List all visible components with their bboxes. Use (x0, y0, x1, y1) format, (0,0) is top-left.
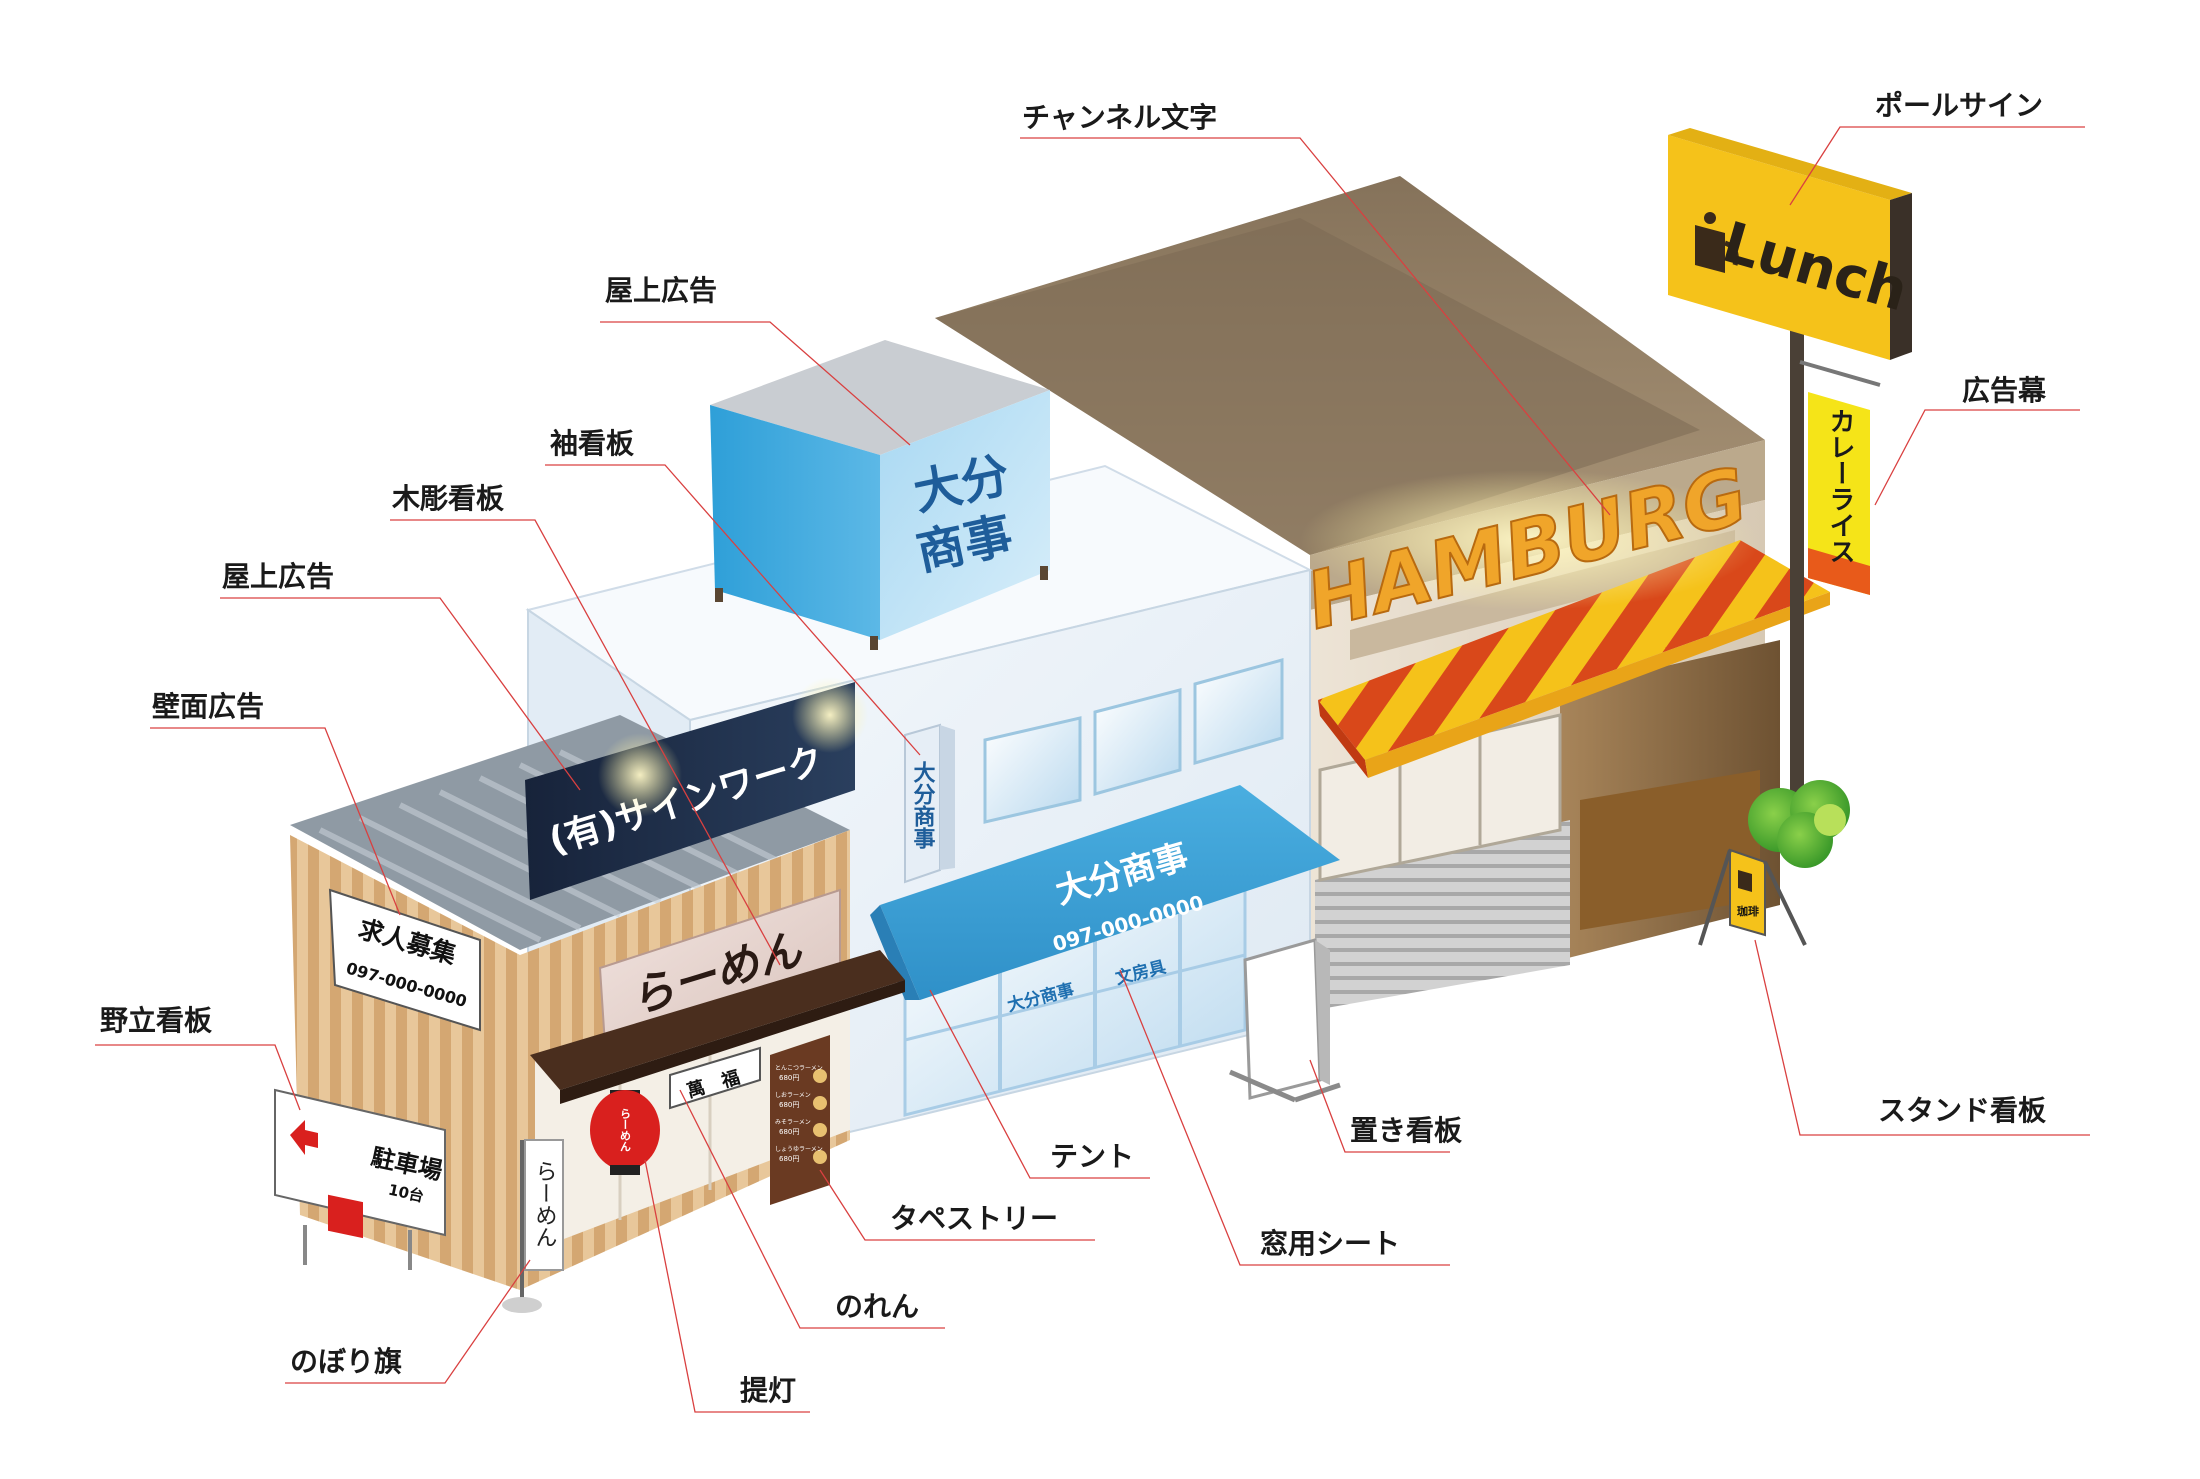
tapestry-item-name: とんこつラーメン (775, 1065, 823, 1072)
label-tapestry: タペストリー (890, 1202, 1058, 1235)
projecting-sign-text: 大分商事 (910, 761, 936, 849)
label-noren: のれん (835, 1290, 919, 1323)
label-rooftop-ad-top: 屋上広告 (605, 274, 717, 307)
tapestry-item-price: 680円 (779, 1155, 799, 1163)
tapestry-menu: とんこつラーメン680円しおラーメン680円みそラーメン680円しょうゆラーメン… (770, 1035, 830, 1205)
tapestry-items: とんこつラーメン680円しおラーメン680円みそラーメン680円しょうゆラーメン… (775, 1065, 827, 1164)
label-lantern: 提灯 (740, 1374, 796, 1407)
tapestry-item-name: しおラーメン (775, 1092, 811, 1099)
label-nobori-flag: のぼり旗 (290, 1345, 402, 1378)
label-stand-sign: スタンド看板 (1878, 1094, 2046, 1127)
label-banner-curtain: 広告幕 (1962, 374, 2047, 407)
tapestry-bowl-icon (813, 1150, 827, 1164)
lantern-text: らーめん (619, 1108, 632, 1152)
ramen-awning (530, 950, 905, 1104)
coffee-pot-icon (1695, 212, 1739, 273)
nobori-flag-text: らーめん (532, 1160, 557, 1248)
parking-p-box (328, 1194, 363, 1239)
stand-coffee-icon (1738, 870, 1752, 892)
label-channel-letters: チャンネル文字 (1022, 101, 1217, 134)
label-projecting-sign: 袖看板 (550, 427, 634, 460)
stand-sign-text: 珈琲 (1737, 904, 1759, 918)
parking-billboard: P 駐車場 10台 (274, 1088, 446, 1270)
projecting-sign: 大分商事 (904, 723, 955, 884)
standing-sign (1229, 938, 1341, 1103)
tapestry-item-name: しょうゆラーメン (775, 1146, 823, 1153)
pole-sign: Lunch (1668, 128, 1915, 820)
tapestry-bowl-icon (813, 1123, 827, 1137)
label-tent: テント (1050, 1140, 1134, 1173)
bush (1748, 780, 1850, 868)
wall-ad-recruit: 求人募集 097-000-0000 (328, 888, 481, 1032)
leader-lines (95, 126, 2090, 1413)
label-carved-wood-sign: 木彫看板 (391, 482, 504, 515)
label-standing-sign: 置き看板 (1350, 1114, 1462, 1147)
label-window-sheet: 窓用シート (1260, 1227, 1400, 1260)
tapestry-item-price: 680円 (779, 1101, 799, 1109)
nobori-flag: らーめん (502, 1139, 564, 1313)
label-wall-ad: 壁面広告 (152, 690, 264, 723)
lantern: らーめん (590, 1090, 660, 1175)
stand-sign: 珈琲 (1698, 848, 1807, 946)
banner-curtain: カレーライス (1799, 360, 1881, 595)
office-storefront: 大分商事 文房具 (903, 878, 1247, 1117)
rooftop-box-sign: 大分 商事 (710, 340, 1050, 650)
curry-text: カレーライス (1825, 408, 1855, 564)
sign-work-rooftop-sign: (有)サインワーク (525, 677, 868, 900)
label-billboard: 野立看板 (100, 1004, 212, 1037)
tapestry-item-price: 680円 (779, 1074, 799, 1082)
labels: チャンネル文字 ポールサイン 屋上広告 広告幕 袖看板 木彫看板 屋上広告 壁面… (100, 89, 2047, 1407)
hamburg-awning (1318, 540, 1830, 778)
label-rooftop-ad-left: 屋上広告 (222, 560, 334, 593)
tapestry-bowl-icon (813, 1069, 827, 1083)
tapestry-bowl-icon (813, 1096, 827, 1110)
tapestry-item-name: みそラーメン (775, 1119, 811, 1126)
tapestry-item-price: 680円 (779, 1128, 799, 1136)
label-pole-sign: ポールサイン (1875, 89, 2043, 122)
